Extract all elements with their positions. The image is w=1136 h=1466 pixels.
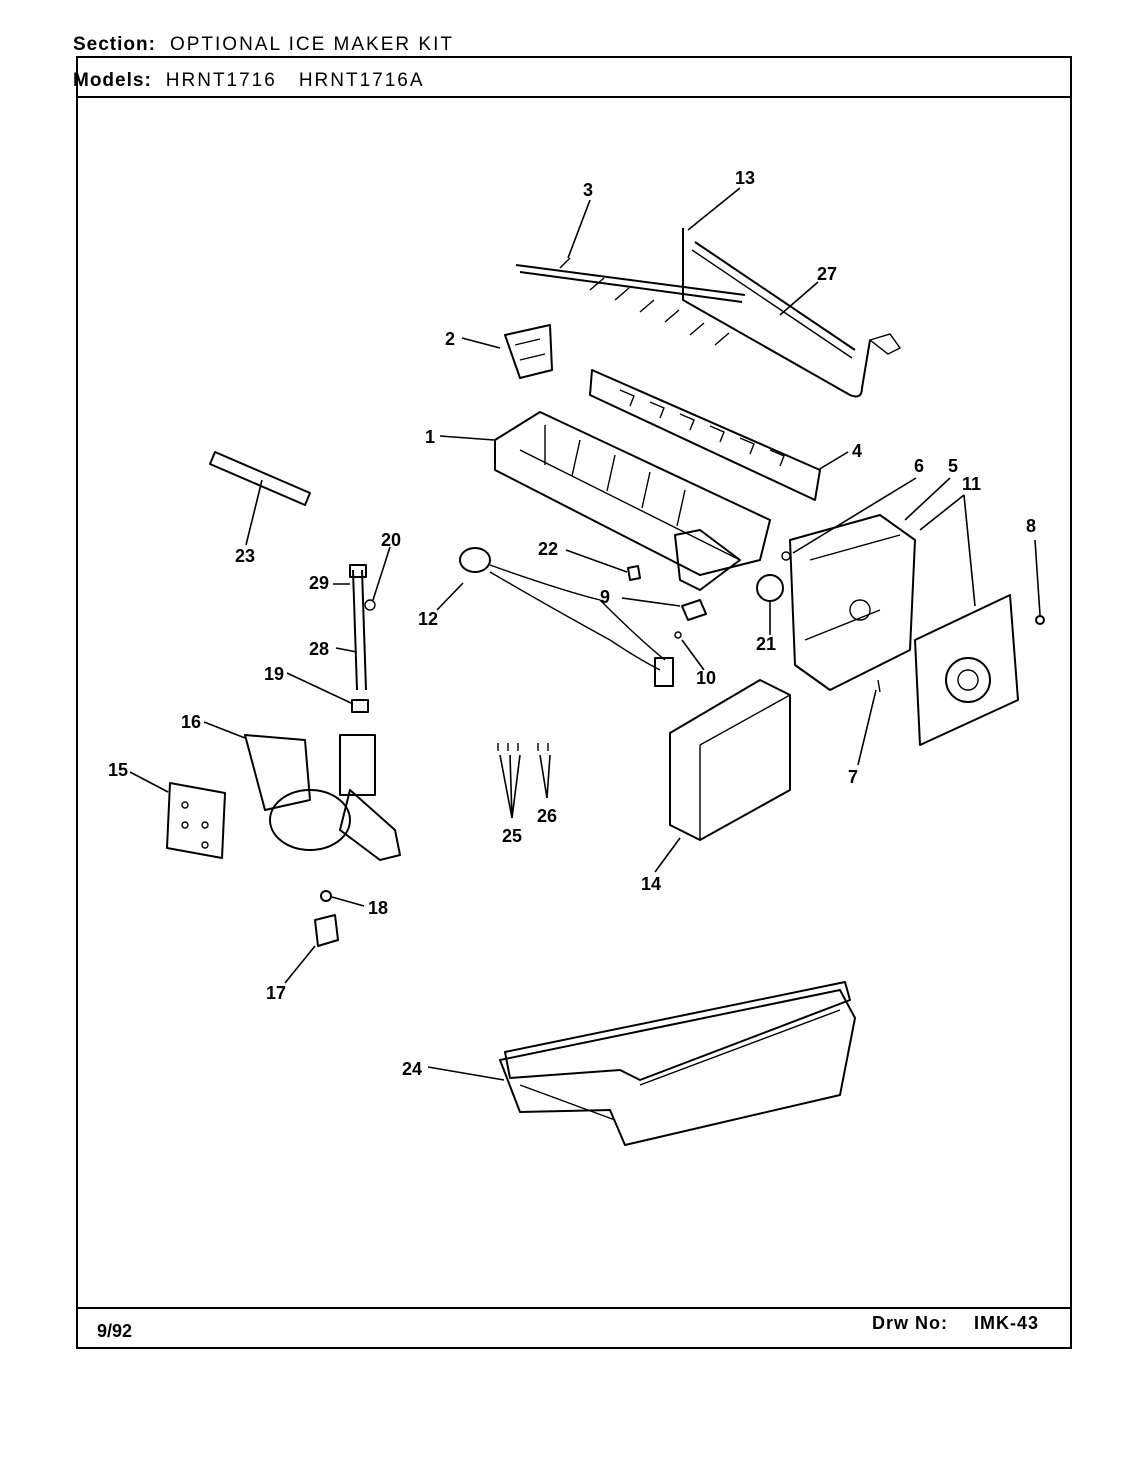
part-cover — [669, 679, 791, 841]
leader-lines — [129, 187, 1041, 1081]
callout-3: 3 — [583, 180, 593, 200]
callout-14: 14 — [641, 874, 661, 894]
part-screws — [497, 743, 549, 751]
callout-7: 7 — [848, 767, 858, 787]
callout-17: 17 — [266, 983, 286, 1003]
callout-11: 11 — [962, 474, 981, 494]
callout-27: 27 — [817, 264, 837, 284]
part-7 — [877, 679, 881, 693]
part-10 — [674, 631, 682, 639]
callout-12: 12 — [418, 609, 438, 629]
section-value: OPTIONAL ICE MAKER KIT — [169, 34, 454, 55]
footer-drawing-number: Drw No: IMK-43 — [872, 1313, 1039, 1334]
part-6 — [781, 551, 791, 561]
part-ejector-shaft — [515, 257, 746, 346]
callout-25: 25 — [502, 826, 522, 846]
section-heading: Section: OPTIONAL ICE MAKER KIT — [73, 34, 454, 56]
callout-29: 29 — [309, 573, 329, 593]
callout-4: 4 — [852, 441, 862, 461]
callout-26: 26 — [537, 806, 557, 826]
callout-13: 13 — [735, 168, 755, 188]
callout-5: 5 — [948, 456, 958, 476]
model-2: HRNT1716A — [298, 70, 425, 91]
callout-6: 6 — [914, 456, 924, 476]
callout-2: 2 — [445, 329, 455, 349]
part-ice-mold — [494, 411, 771, 591]
section-label: Section: — [73, 34, 156, 55]
part-stripper — [589, 369, 821, 501]
part-fill-tube — [209, 451, 311, 506]
drawing-label: Drw No: — [872, 1313, 948, 1333]
drawing-number: IMK-43 — [974, 1313, 1040, 1333]
drawing-frame — [76, 56, 1072, 1349]
footer-date: 9/92 — [97, 1321, 133, 1341]
models-label: Models: — [73, 70, 152, 91]
part-mounting-plate — [914, 594, 1019, 746]
part-8 — [1035, 615, 1045, 625]
part-nut — [314, 914, 339, 947]
model-1: HRNT1716 — [165, 70, 277, 91]
part-washer — [320, 890, 332, 902]
callout-16: 16 — [181, 712, 201, 732]
part-control-housing — [789, 514, 916, 691]
part-bracket — [504, 324, 553, 379]
part-wiring-harness — [459, 547, 674, 687]
callout-19: 19 — [264, 664, 284, 684]
callout-20: 20 — [381, 530, 401, 550]
callout-8: 8 — [1026, 516, 1036, 536]
callout-28: 28 — [309, 639, 329, 659]
callout-24: 24 — [402, 1059, 422, 1079]
callout-1: 1 — [425, 427, 435, 447]
footer-divider — [76, 1307, 1072, 1309]
part-ice-bin — [499, 981, 856, 1146]
part-shutoff-arm — [682, 228, 902, 398]
part-water-valve — [244, 734, 401, 861]
callout-18: 18 — [368, 898, 388, 918]
callout-10: 10 — [696, 668, 716, 688]
callout-23: 23 — [235, 546, 255, 566]
callout-labels: 1 2 3 4 5 6 7 8 9 10 11 12 13 14 15 16 1… — [108, 168, 1036, 1079]
part-inlet-tube — [349, 564, 376, 713]
callout-21: 21 — [756, 634, 776, 654]
models-heading: Models: HRNT1716 HRNT1716A — [73, 70, 425, 92]
part-valve-bracket — [166, 782, 226, 859]
callout-15: 15 — [108, 760, 128, 780]
part-22 — [627, 565, 641, 581]
part-thermostat — [756, 574, 784, 602]
part-9 — [681, 599, 707, 621]
callout-22: 22 — [538, 539, 558, 559]
callout-9: 9 — [600, 587, 610, 607]
header-divider — [76, 96, 1072, 98]
